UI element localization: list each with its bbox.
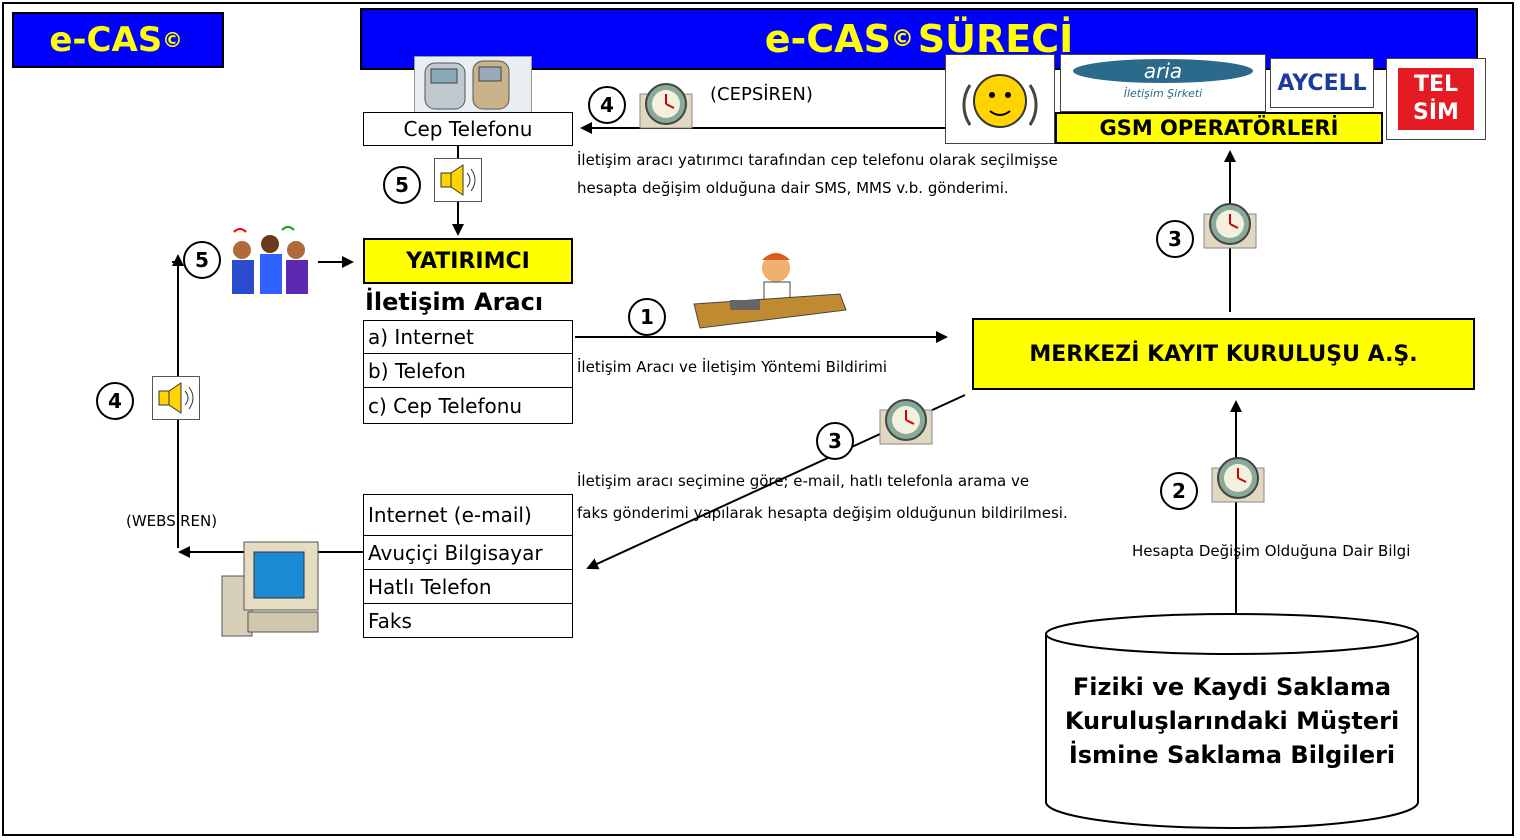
storage-line3: İsmine Saklama Bilgileri — [1068, 741, 1396, 769]
desk-operator-icon — [690, 248, 850, 338]
channel-item: Internet (e-mail) — [363, 494, 573, 536]
logo-copyright: © — [162, 28, 183, 52]
websiren-label: (WEBSİREN) — [126, 512, 218, 530]
alarm-clock-icon — [876, 392, 936, 452]
mkk-box: MERKEZİ KAYIT KURULUŞU A.Ş. — [972, 318, 1475, 390]
gsm-operators-box: GSM OPERATÖRLERİ — [1055, 112, 1383, 144]
cep-telefonu-label: Cep Telefonu — [403, 117, 533, 141]
phones-icon — [424, 60, 510, 110]
mobile-phone-icon — [414, 56, 532, 114]
operator-mascot-icon — [945, 54, 1055, 144]
alarm-clock-icon — [1208, 450, 1268, 510]
channels-list: Internet (e-mail) Avuçiçi Bilgisayar Hat… — [363, 494, 573, 638]
step-5-top-number: 5 — [395, 173, 409, 197]
step-1-number: 1 — [640, 305, 654, 329]
step-5-top-circle: 5 — [383, 166, 421, 204]
step-3-right-circle: 3 — [1156, 220, 1194, 258]
telsim-logo: TEL SİM — [1386, 58, 1486, 140]
speaker-icon — [152, 376, 200, 420]
gsm-operators-label: GSM OPERATÖRLERİ — [1099, 116, 1339, 140]
tool-item: b) Telefon — [363, 354, 573, 388]
people-icon — [222, 226, 318, 306]
alarm-clock-icon — [1200, 196, 1260, 256]
step-2-number: 2 — [1172, 479, 1186, 503]
step-3-mid-number: 3 — [828, 429, 842, 453]
logo-box: e-CAS© — [12, 12, 224, 68]
cep-desc-line1: İletişim aracı yatırımcı tarafından cep … — [577, 151, 1058, 169]
channels-desc-line1: İletişim aracı seçimine göre; e-mail, ha… — [577, 472, 1030, 490]
telsim-logo-bottom: SİM — [1413, 100, 1459, 125]
channel-item: Hatlı Telefon — [363, 570, 573, 604]
step-1-circle: 1 — [628, 298, 666, 336]
step-2-circle: 2 — [1160, 472, 1198, 510]
step-3-mid-circle: 3 — [816, 422, 854, 460]
investor-label: YATIRIMCI — [406, 248, 530, 274]
investor-box: YATIRIMCI — [363, 238, 573, 284]
step-5-left-number: 5 — [195, 248, 209, 272]
step-4-top-circle: 4 — [588, 86, 626, 124]
tools-list: a) Internet b) Telefon c) Cep Telefonu — [363, 320, 573, 424]
storage-line2: Kuruluşlarındaki Müşteri — [1064, 707, 1400, 735]
logo-text: e-CAS — [49, 20, 163, 60]
storage-text: Fiziki ve Kaydi Saklama Kuruluşlarındaki… — [1044, 670, 1420, 772]
title-text: e-CAS — [764, 17, 891, 61]
step-4-left-circle: 4 — [96, 382, 134, 420]
step-4-top-number: 4 — [600, 93, 614, 117]
title-rest: SÜRECİ — [917, 17, 1074, 61]
storage-cylinder — [1045, 613, 1419, 829]
aria-logo-text: aria — [1073, 59, 1253, 83]
mkk-label: MERKEZİ KAYIT KURULUŞU A.Ş. — [1029, 341, 1418, 367]
change-info-label: Hesapta Değişim Olduğuna Dair Bilgi — [1132, 542, 1411, 560]
aycell-logo: AYCELL — [1270, 58, 1374, 108]
title-box: e-CAS©SÜRECİ — [360, 8, 1478, 70]
cep-desc-line2: hesapta değişim olduğuna dair SMS, MMS v… — [577, 179, 1009, 197]
step-4-left-number: 4 — [108, 389, 122, 413]
step-5-left-circle: 5 — [183, 241, 221, 279]
storage-line1: Fiziki ve Kaydi Saklama — [1072, 673, 1392, 701]
aria-logo-sub: İletişim Şirketi — [1123, 87, 1203, 100]
computer-icon — [218, 536, 322, 644]
tool-item: a) Internet — [363, 320, 573, 354]
channel-item: Avuçiçi Bilgisayar — [363, 536, 573, 570]
cep-telefonu-box: Cep Telefonu — [363, 112, 573, 146]
tool-item: c) Cep Telefonu — [363, 388, 573, 424]
step-3-right-number: 3 — [1168, 227, 1182, 251]
cepsiren-label: (CEPSİREN) — [710, 84, 813, 105]
speaker-icon — [434, 158, 482, 202]
channel-item: Faks — [363, 604, 573, 638]
title-copyright: © — [890, 26, 914, 52]
aria-logo: aria İletişim Şirketi — [1060, 54, 1266, 112]
telsim-logo-top: TEL — [1413, 72, 1459, 97]
aycell-logo-text: AYCELL — [1277, 70, 1367, 96]
tool-heading: İletişim Aracı — [365, 288, 544, 316]
alarm-clock-icon — [636, 76, 696, 136]
notify-label: İletişim Aracı ve İletişim Yöntemi Bildi… — [577, 358, 888, 376]
channels-desc-line2: faks gönderimi yapılarak hesapta değişim… — [577, 504, 1068, 522]
